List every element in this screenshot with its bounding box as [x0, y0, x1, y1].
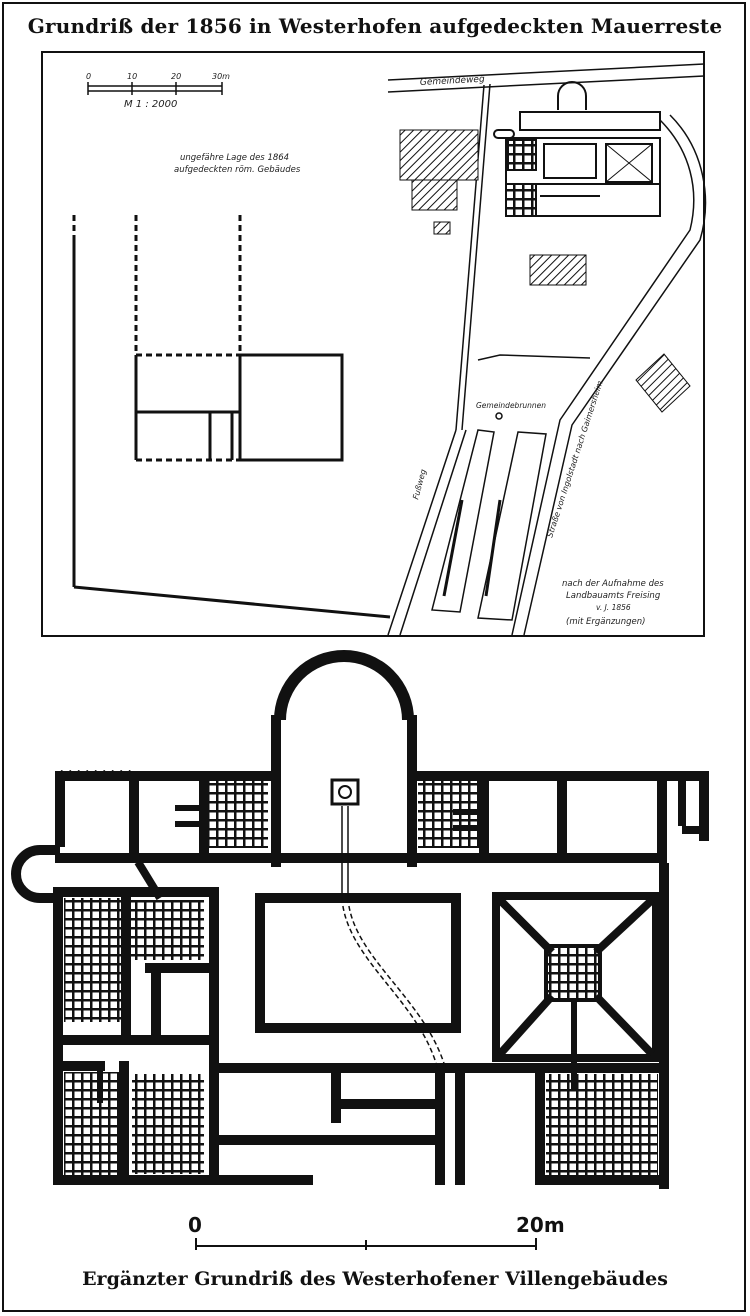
road-gemeindeweg-label: Gemeindeweg	[420, 75, 486, 88]
building-1864-label-line2: aufgedeckten röm. Gebäudes	[174, 165, 301, 175]
scale-tick-30: 30m	[212, 72, 230, 81]
villa-scale-start: 0	[188, 1213, 202, 1237]
hatched-remains-2	[411, 179, 458, 211]
apse	[274, 650, 414, 721]
scale-tick-20: 20	[171, 72, 181, 81]
source-line4: (mit Ergänzungen)	[566, 617, 645, 627]
hatched-remains-1	[399, 129, 479, 181]
diagonal-wall	[134, 859, 164, 901]
source-line1: nach der Aufnahme des	[562, 579, 664, 589]
hatched-remains-5	[635, 353, 691, 413]
building-1864-label-line1: ungefähre Lage des 1864	[180, 153, 289, 163]
page-title: Grundriß der 1856 in Westerhofen aufgede…	[27, 14, 723, 38]
scale-tick-0: 0	[86, 72, 91, 81]
scale-tick-10: 10	[127, 72, 137, 81]
site-plan: 0 10 20 30m M 1 : 2000 ungefähre Lage de…	[41, 51, 707, 637]
street-ingolstadt	[511, 114, 707, 636]
well-symbol	[495, 412, 503, 420]
caption: Ergänzter Grundriß des Westerhofener Vil…	[82, 1268, 668, 1290]
east-courtyard	[492, 892, 660, 1090]
building-1864-outline	[72, 215, 391, 619]
street-label: Straße von Ingolstadt nach Gaimersheim	[545, 379, 604, 538]
path-lines	[387, 83, 591, 636]
hatched-remains-3	[433, 221, 451, 235]
scale-ratio: M 1 : 2000	[124, 99, 177, 110]
villa-plan: 0 20m	[11, 650, 709, 1250]
ne-projection	[678, 776, 704, 834]
hypocaust-areas	[64, 778, 658, 1178]
hatched-remains-4	[529, 254, 587, 286]
villa-miniature	[493, 81, 661, 217]
central-courtyard	[255, 893, 461, 1033]
villa-walls	[53, 715, 709, 1189]
well-structures	[431, 429, 547, 621]
basin-and-pipe	[330, 778, 447, 1071]
source-line2: Landbauamts Freising	[566, 591, 661, 601]
site-scale-bar: 0 10 20 30m M 1 : 2000	[86, 72, 230, 110]
road-gemeindeweg: Gemeindeweg	[387, 63, 705, 93]
source-line3: v. J. 1856	[596, 603, 631, 612]
villa-scale-bar: 0 20m	[188, 1213, 565, 1250]
well-label: Gemeindebrunnen	[476, 401, 546, 410]
site-plan-border	[41, 51, 705, 637]
west-apsidal-stub	[11, 845, 60, 903]
path-label: Fußweg	[411, 468, 428, 500]
villa-scale-end: 20m	[516, 1213, 565, 1237]
